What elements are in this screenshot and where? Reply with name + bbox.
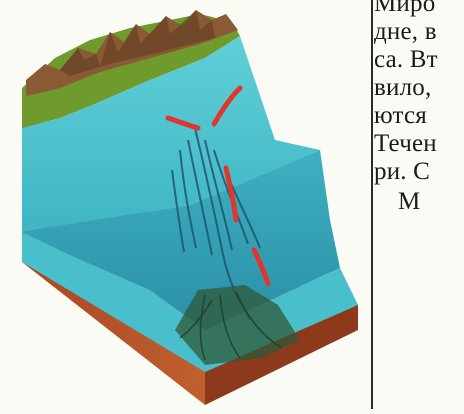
text-line-7: ри. С — [374, 156, 430, 188]
ocean-floor-illustration — [0, 0, 372, 409]
text-line-8: М — [398, 186, 420, 218]
cropped-text-column: Миро дне, в са. Вт вило, ются Течен ри. … — [372, 0, 464, 409]
